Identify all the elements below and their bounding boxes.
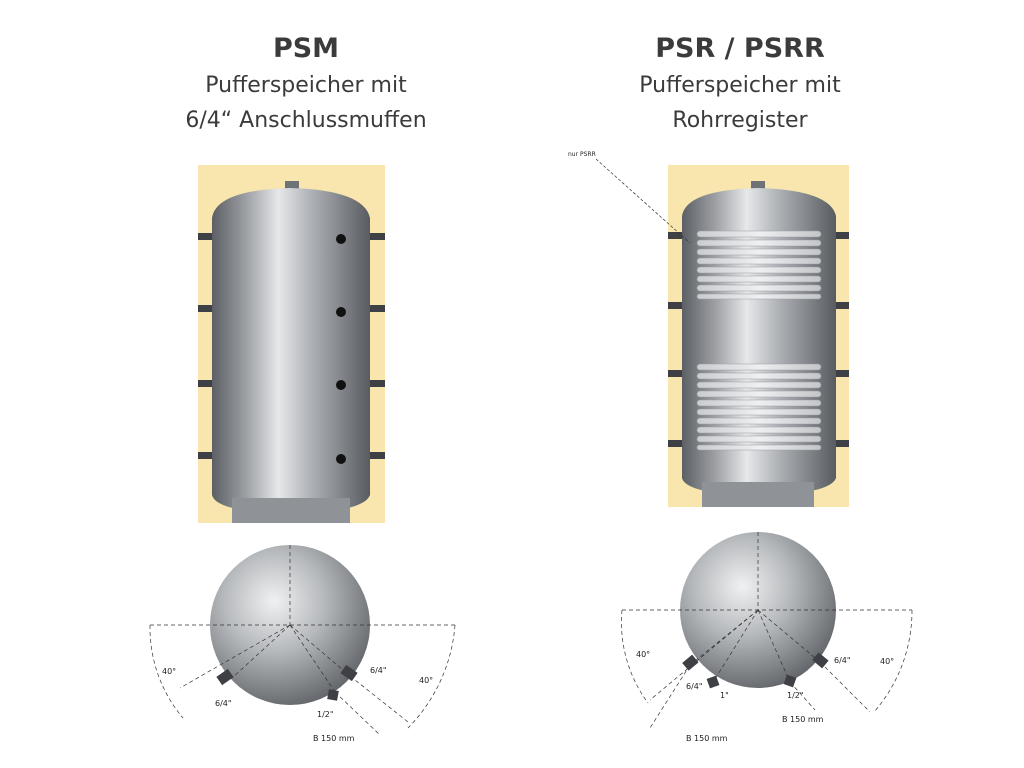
psm-bottom-ring bbox=[232, 498, 350, 523]
psr-top-view: 40° 40° 6/4" 1" 1/2" 6/4" B 150 mm B 150… bbox=[621, 532, 913, 743]
psr-angle-left: 40° bbox=[636, 650, 650, 659]
psm-sleeve-ports bbox=[336, 234, 346, 464]
psr-port-right: 6/4" bbox=[834, 656, 851, 665]
psm-side-pipes bbox=[198, 233, 385, 459]
psr-angle-right: 40° bbox=[880, 657, 894, 666]
psr-heading: PSR / PSRR Pufferspeicher mit Rohrregist… bbox=[560, 30, 920, 138]
psr-distance-right: B 150 mm bbox=[782, 715, 824, 724]
psr-bottom-ring bbox=[702, 482, 814, 507]
psm-distance: B 150 mm bbox=[313, 734, 355, 743]
psm-tank-figure bbox=[198, 165, 385, 523]
psm-port-right: 6/4" bbox=[370, 666, 387, 675]
psm-subtitle-line2: 6/4“ Anschlussmuffen bbox=[185, 108, 427, 133]
psr-subtitle-line2: Rohrregister bbox=[672, 108, 808, 133]
psm-angle-left: 40° bbox=[162, 667, 176, 676]
psr-port-bottom: 1/2" bbox=[787, 691, 804, 700]
psr-upper-coil bbox=[696, 230, 822, 300]
psr-port-left: 6/4" bbox=[686, 682, 703, 691]
psr-side-pipes bbox=[668, 232, 849, 447]
psr-distance-left: B 150 mm bbox=[686, 734, 728, 743]
psrr-note-leader bbox=[595, 158, 691, 244]
psm-port-left: 6/4" bbox=[215, 699, 232, 708]
psr-port-mid: 1" bbox=[720, 691, 729, 700]
psm-top-view: 40° 40° 6/4" 6/4" 1/2" B 150 mm bbox=[149, 545, 456, 743]
psm-title: PSM bbox=[272, 33, 340, 64]
psm-angle-right: 40° bbox=[419, 676, 433, 685]
psm-top-nozzle bbox=[285, 181, 299, 191]
psr-top-nozzle bbox=[751, 181, 765, 191]
psr-title: PSR / PSRR bbox=[655, 33, 825, 64]
psrr-note: nur PSRR bbox=[568, 151, 596, 158]
psr-tank-figure: nur PSRR bbox=[568, 151, 849, 507]
psm-port-bottom: 1/2" bbox=[317, 710, 334, 719]
psr-lower-coil bbox=[696, 363, 822, 451]
psr-subtitle-line1: Pufferspeicher mit bbox=[639, 73, 841, 98]
psm-dim-lines bbox=[149, 545, 456, 736]
psm-top-connectors bbox=[216, 664, 358, 701]
psr-dim-lines bbox=[621, 532, 913, 729]
psm-subtitle-line1: Pufferspeicher mit bbox=[205, 73, 407, 98]
psm-tank-body bbox=[212, 188, 370, 514]
psm-heading: PSM Pufferspeicher mit 6/4“ Anschlussmuf… bbox=[126, 30, 486, 138]
psr-top-connectors bbox=[682, 652, 829, 689]
